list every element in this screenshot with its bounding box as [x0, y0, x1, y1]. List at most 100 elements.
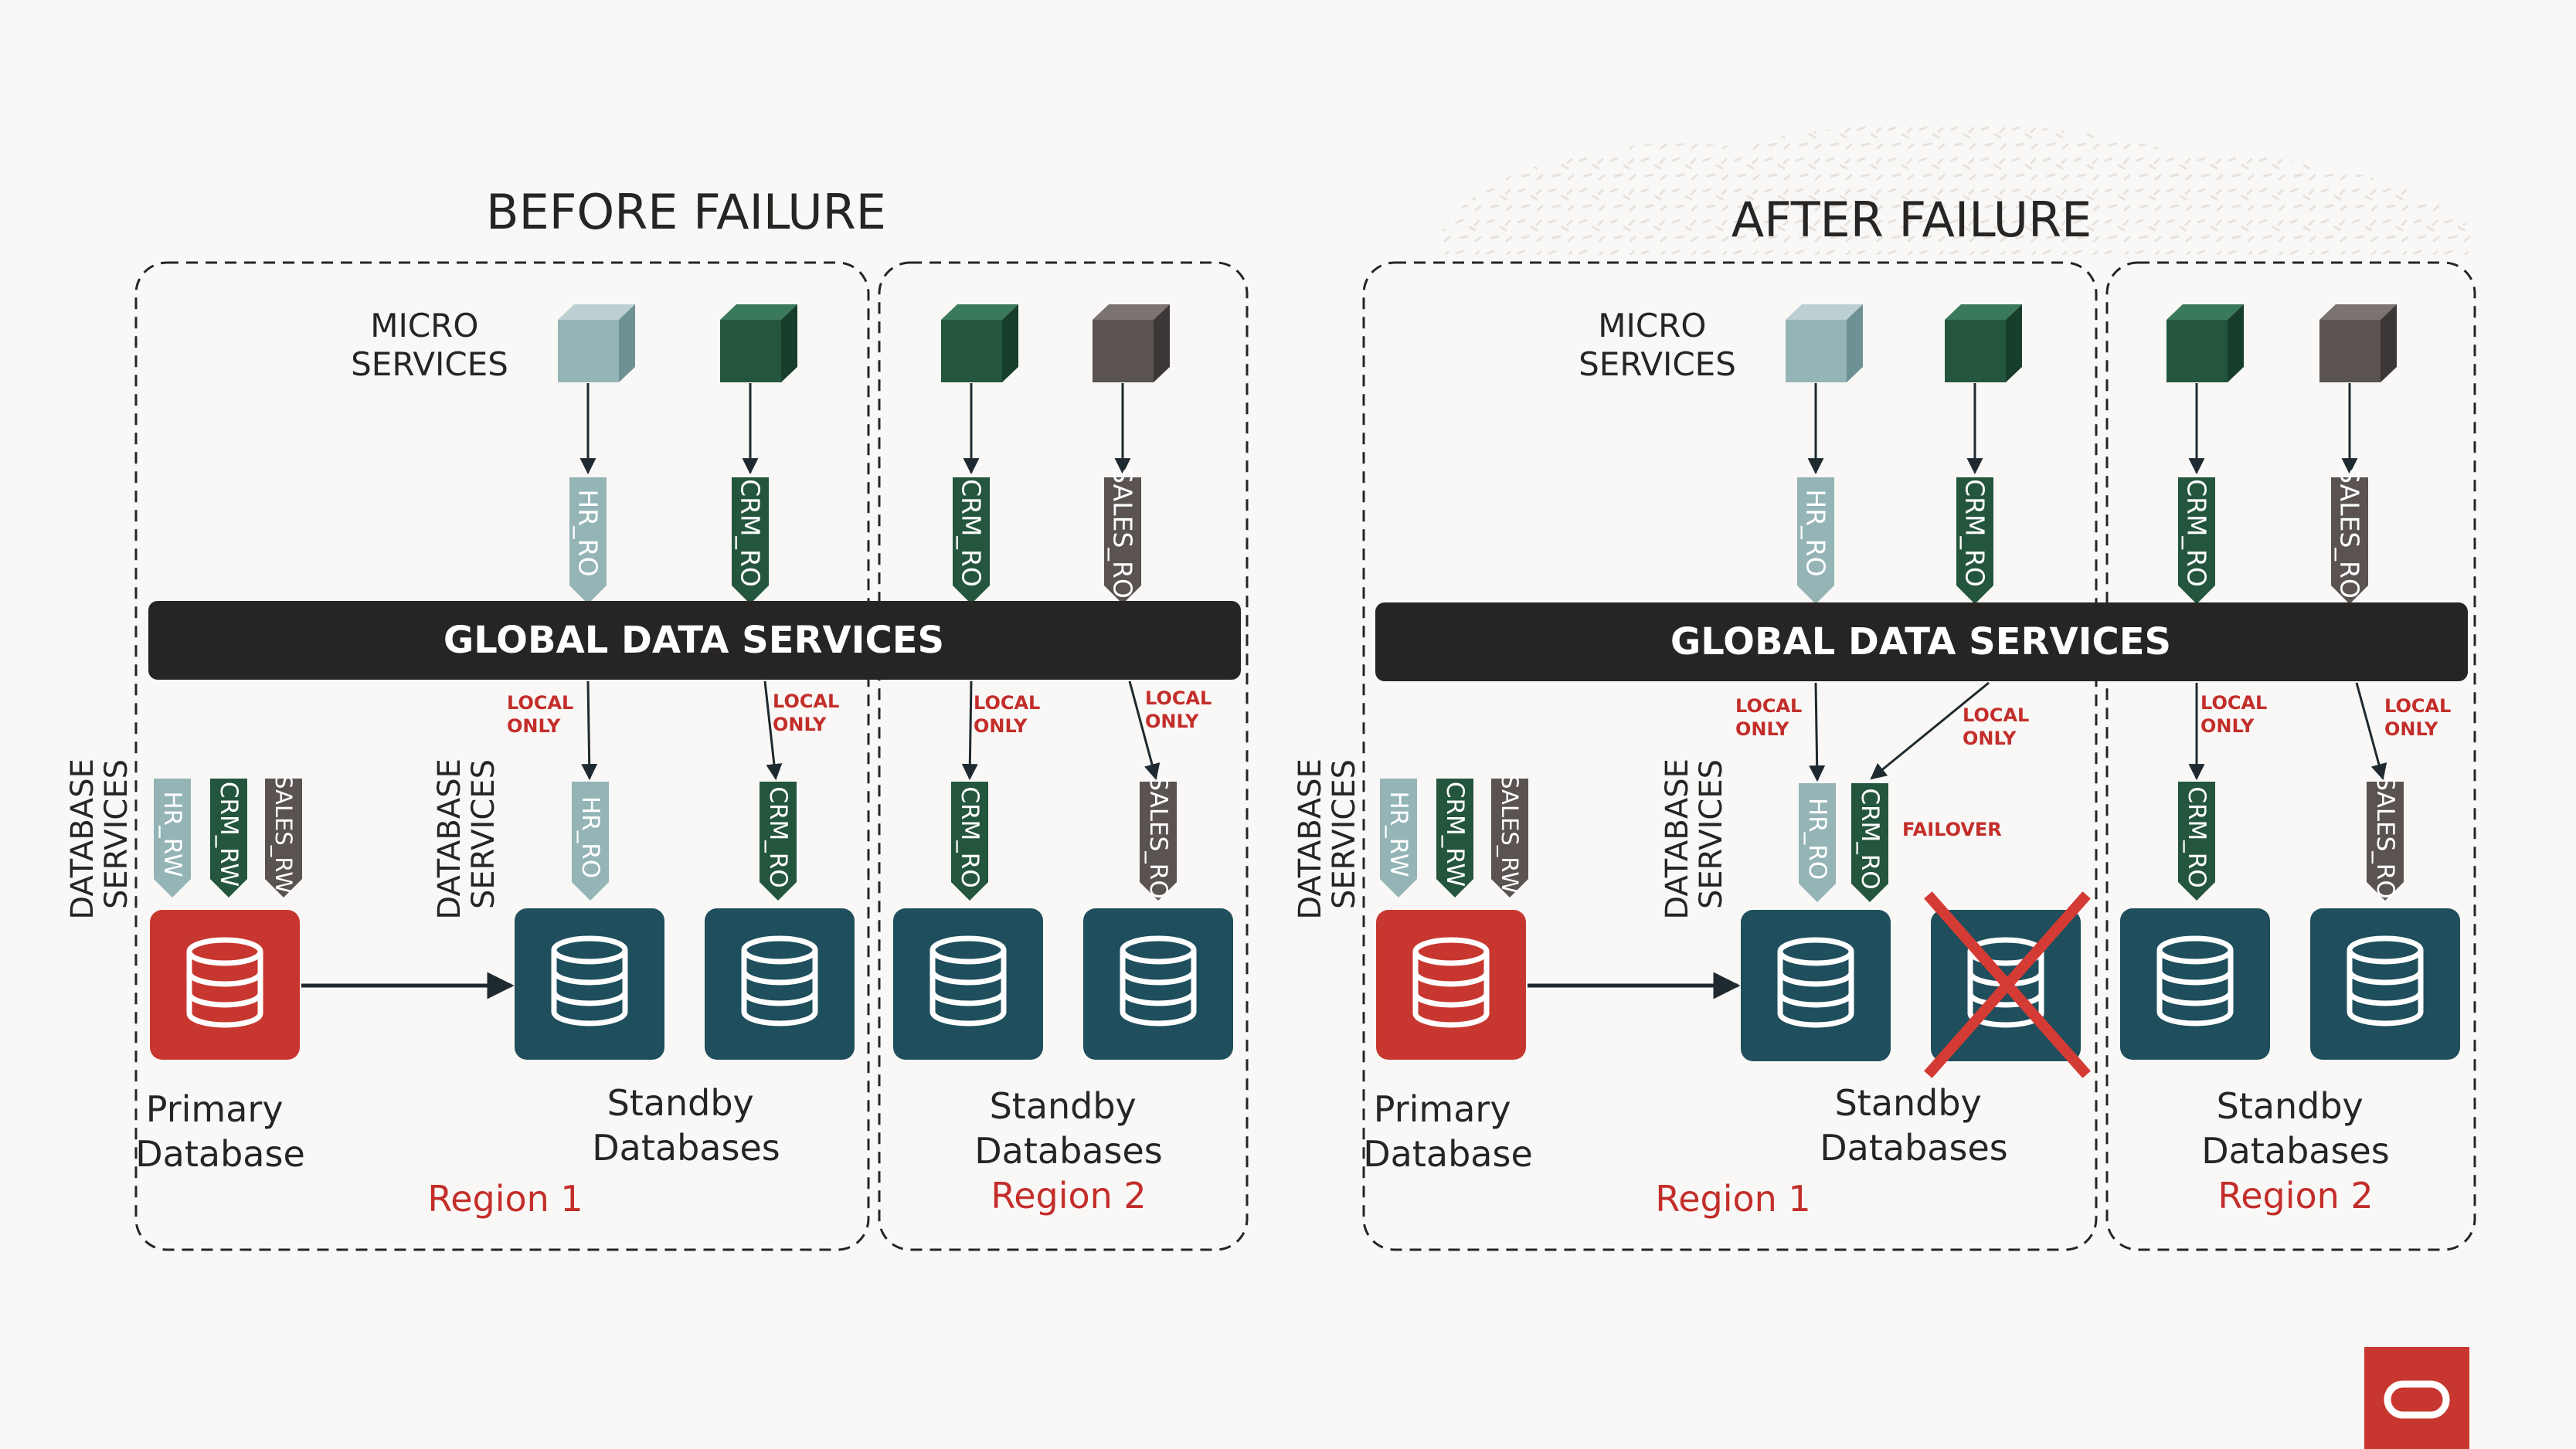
- gds-service-tag: CRM_RO: [732, 477, 769, 604]
- crm-microservice-cube: [720, 304, 797, 382]
- sales-microservice-cube: [1093, 304, 1170, 382]
- before-failure-panel: BEFORE FAILURE MICRO SERVICES: [65, 184, 1249, 1251]
- database-services-label: DATABASE SERVICES: [1293, 748, 1362, 919]
- region-label: Region 1: [1655, 1178, 1810, 1220]
- failed-standby-database-icon: [1924, 891, 2091, 1078]
- connector-arrow: [763, 680, 783, 781]
- svg-text:HR_RW: HR_RW: [1385, 791, 1412, 877]
- region1-boundary: [1362, 261, 2098, 1251]
- crm-microservice-cube: [941, 304, 1018, 382]
- svg-text:CRM_RO: CRM_RO: [2182, 479, 2212, 587]
- database-service-tag: CRM_RO: [2178, 782, 2215, 901]
- database-service-tag: HR_RW: [154, 779, 191, 898]
- crm-microservice-cube: [2166, 304, 2244, 382]
- region-label: Region 2: [2217, 1175, 2373, 1217]
- database-services-label: DATABASE SERVICES: [65, 748, 134, 919]
- gds-service-tag: CRM_RO: [2178, 477, 2215, 604]
- connector-arrow: [1128, 680, 1161, 781]
- svg-text:CRM_RO: CRM_RO: [1960, 479, 1990, 587]
- local-only-label: LOCAL ONLY: [1735, 695, 1809, 740]
- svg-text:SALES_RO: SALES_RO: [1108, 467, 1138, 599]
- micro-services-label: MICRO SERVICES: [1579, 307, 1736, 383]
- micro-services-label: MICRO SERVICES: [351, 307, 508, 383]
- svg-text:HR_RO: HR_RO: [1801, 489, 1831, 576]
- panel-title: AFTER FAILURE: [1731, 192, 2092, 248]
- crm-microservice-cube: [1945, 304, 2022, 382]
- standby-databases-label: Standby Databases: [974, 1085, 1162, 1172]
- database-service-tag: CRM_RO: [951, 782, 988, 901]
- standby-database-icon: [2310, 908, 2460, 1060]
- primary-database-label: Primary Database: [135, 1088, 305, 1175]
- database-service-tag: SALES_RO: [2367, 775, 2404, 901]
- local-only-label: LOCAL ONLY: [507, 692, 580, 737]
- standby-database-icon: [705, 908, 855, 1060]
- standby-database-icon: [2120, 908, 2270, 1060]
- svg-text:CRM_RO: CRM_RO: [764, 786, 792, 887]
- svg-text:CRM_RW: CRM_RW: [215, 782, 243, 887]
- database-service-tag: HR_RO: [1799, 783, 1836, 902]
- database-service-tag: CRM_RW: [210, 779, 247, 898]
- region2-boundary: [878, 261, 1249, 1251]
- database-services-label: DATABASE SERVICES: [432, 748, 501, 919]
- watermark-decoration: [1437, 124, 2472, 255]
- standby-database-icon: [515, 908, 664, 1060]
- standby-database-icon: [1083, 908, 1233, 1060]
- primary-database-label: Primary Database: [1363, 1088, 1533, 1175]
- database-service-tag: CRM_RW: [1436, 779, 1473, 898]
- database-service-tag: CRM_RO: [1851, 783, 1888, 902]
- connector-arrow: [961, 680, 978, 781]
- svg-text:SALES_RW: SALES_RW: [1497, 775, 1523, 894]
- gds-service-tag: CRM_RO: [953, 477, 990, 604]
- local-only-label: LOCAL ONLY: [1963, 704, 2036, 749]
- gds-service-tag: CRM_RO: [1956, 477, 1993, 604]
- gds-service-tag: SALES_RO: [2331, 467, 2368, 604]
- svg-text:SALES_RO: SALES_RO: [2335, 467, 2365, 599]
- database-service-tag: SALES_RW: [1491, 775, 1528, 898]
- region-label: Region 2: [991, 1175, 1146, 1217]
- local-only-label: LOCAL ONLY: [974, 692, 1047, 737]
- svg-text:CRM_RO: CRM_RO: [957, 479, 987, 587]
- gds-service-tag: SALES_RO: [1104, 467, 1141, 604]
- gds-bar: [148, 601, 1241, 680]
- failure-x-icon: [1924, 891, 2091, 1078]
- svg-text:CRM_RW: CRM_RW: [1441, 782, 1469, 887]
- gds-bar-label: GLOBAL DATA SERVICES: [1670, 620, 2171, 663]
- svg-text:CRM_RO: CRM_RO: [2183, 786, 2211, 887]
- failover-arrow: [1870, 681, 1990, 780]
- hr-microservice-cube: [558, 304, 635, 382]
- svg-text:CRM_RO: CRM_RO: [956, 786, 984, 887]
- primary-database-icon: [150, 910, 300, 1060]
- hr-microservice-cube: [1786, 304, 1863, 382]
- standby-databases-label: Standby Databases: [592, 1082, 780, 1169]
- database-services-label: DATABASE SERVICES: [1660, 748, 1729, 919]
- gds-bar-label: GLOBAL DATA SERVICES: [443, 619, 944, 662]
- gds-service-tag: HR_RO: [1797, 477, 1834, 604]
- brand-logo-icon: [2364, 1347, 2469, 1449]
- gds-bar: [1375, 602, 2468, 681]
- sales-microservice-cube: [2319, 304, 2397, 382]
- panel-title: BEFORE FAILURE: [486, 184, 886, 240]
- svg-text:CRM_RO: CRM_RO: [736, 479, 766, 587]
- local-only-label: LOCAL ONLY: [2200, 692, 2274, 737]
- region-label: Region 1: [427, 1178, 583, 1220]
- database-service-tag: HR_RO: [572, 782, 609, 901]
- failover-label: FAILOVER: [1902, 819, 2002, 840]
- svg-text:HR_RO: HR_RO: [573, 489, 603, 576]
- region2-boundary: [2105, 261, 2476, 1251]
- svg-text:HR_RO: HR_RO: [1803, 798, 1831, 880]
- svg-text:SALES_RW: SALES_RW: [270, 775, 297, 894]
- local-only-label: LOCAL ONLY: [1145, 687, 1218, 732]
- database-service-tag: SALES_RO: [1140, 775, 1177, 901]
- connector-arrow: [1809, 682, 1826, 782]
- standby-databases-label: Standby Databases: [1820, 1082, 2007, 1169]
- database-service-tag: HR_RW: [1380, 779, 1417, 898]
- connector-arrow: [2355, 682, 2387, 781]
- database-service-tag: SALES_RW: [265, 775, 302, 898]
- local-only-label: LOCAL ONLY: [773, 691, 846, 735]
- svg-text:HR_RO: HR_RO: [576, 796, 604, 878]
- region1-boundary: [134, 261, 870, 1251]
- svg-text:CRM_RO: CRM_RO: [1856, 788, 1884, 889]
- primary-database-icon: [1376, 910, 1526, 1060]
